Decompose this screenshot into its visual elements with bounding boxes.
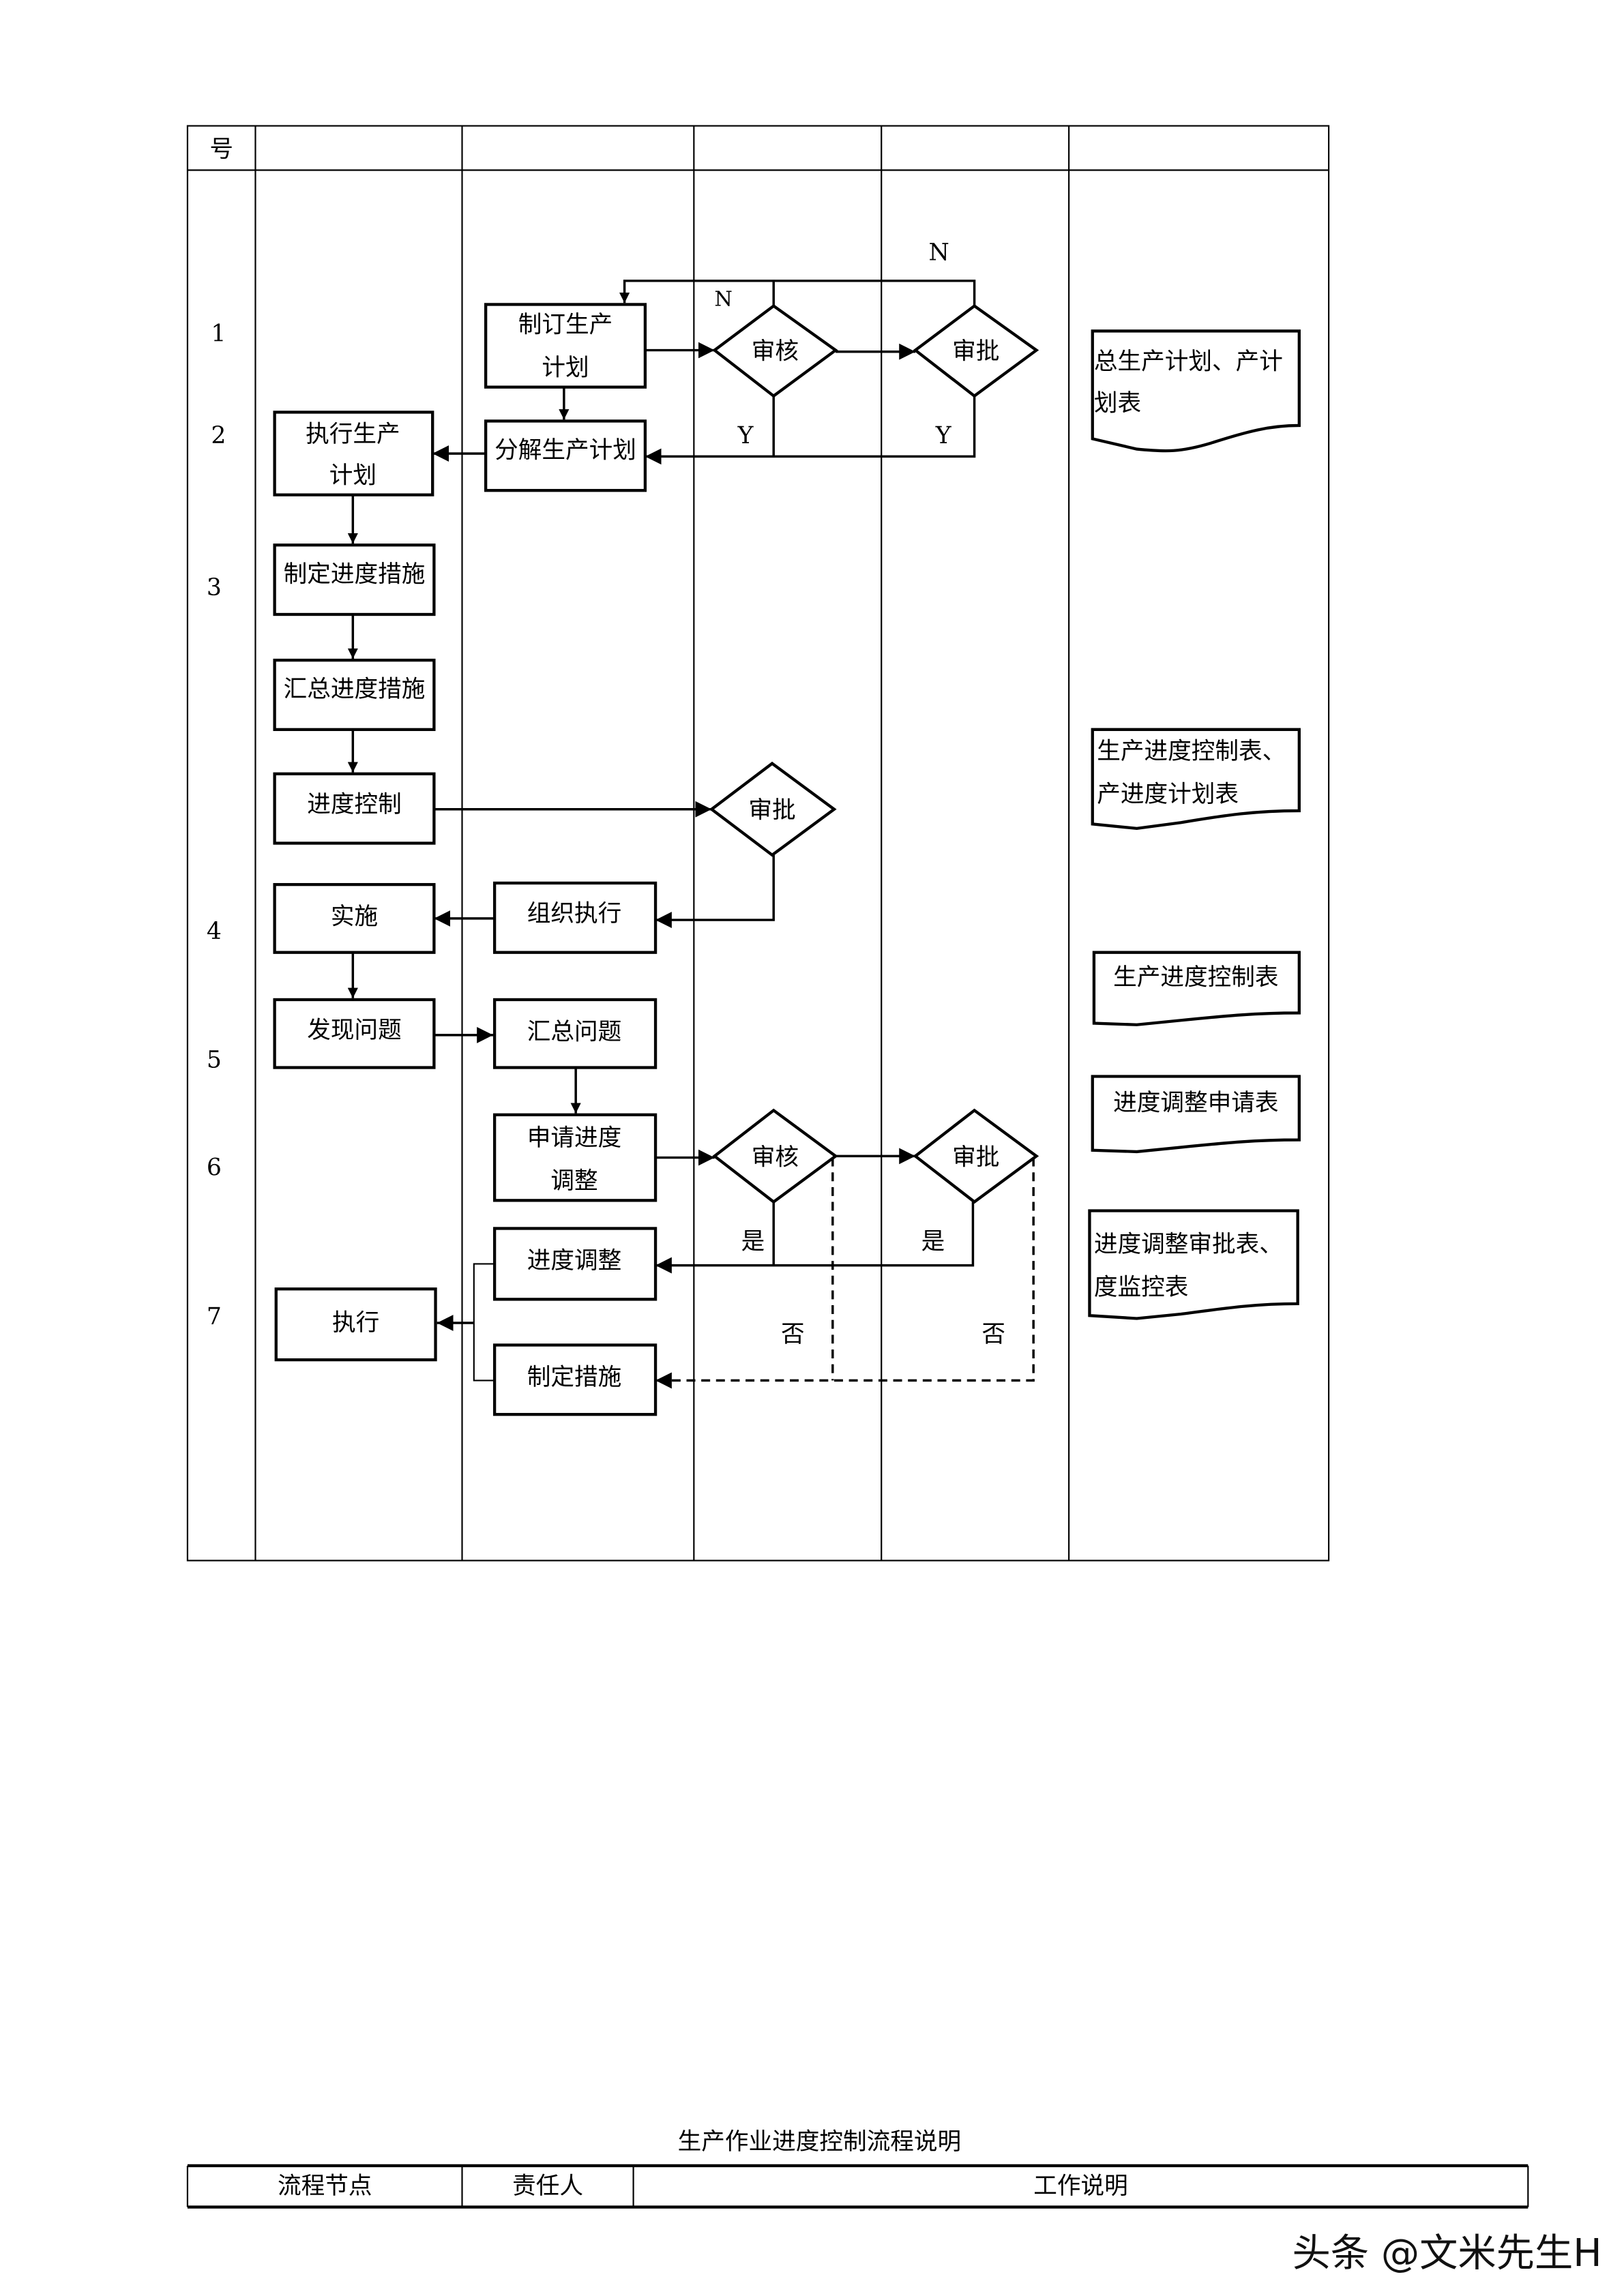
label-yes: 是	[921, 1228, 945, 1255]
process-adjust: 进度调整	[492, 1227, 658, 1301]
svg-text:实施: 实施	[331, 904, 378, 931]
watermark: 头条 @文米先生H	[1292, 2231, 1601, 2276]
document-1: 总生产计划、产计 划表	[1091, 329, 1301, 453]
process-organize: 组织执行	[492, 881, 658, 954]
svg-text:审批: 审批	[748, 797, 795, 824]
svg-text:划表: 划表	[1094, 389, 1141, 417]
row-number: 6	[207, 1154, 222, 1182]
svg-text:审批: 审批	[952, 338, 999, 366]
row-number: 5	[207, 1047, 222, 1074]
svg-text:进度调整申请表: 进度调整申请表	[1113, 1089, 1278, 1116]
svg-text:申请进度: 申请进度	[527, 1124, 622, 1152]
process-execute: 执行	[274, 1287, 437, 1362]
label-yes: Y	[737, 422, 754, 449]
svg-text:汇总进度措施: 汇总进度措施	[284, 676, 426, 703]
svg-text:制定进度措施: 制定进度措施	[284, 561, 426, 588]
column-header-owner: 责任人	[512, 2173, 583, 2200]
label-no: N	[714, 288, 733, 312]
connector-no-measures	[655, 1157, 1035, 1389]
row-numbers: 1 2 3 4 5 6 7	[207, 320, 226, 1331]
column-header-description: 工作说明	[1033, 2173, 1128, 2200]
column-header-node: 流程节点	[278, 2173, 372, 2200]
label-yes: 是	[741, 1228, 765, 1255]
process-apply-adjust: 申请进度 调整	[492, 1113, 658, 1202]
description-title: 生产作业进度控制流程说明	[678, 2128, 962, 2156]
number-column-header: 号	[209, 136, 233, 163]
svg-text:计划: 计划	[329, 462, 377, 489]
document-2: 生产进度控制表、 产进度计划表	[1091, 728, 1301, 831]
svg-text:总生产计划、产计: 总生产计划、产计	[1094, 348, 1283, 376]
decision-approve-3: 审批	[913, 1108, 1039, 1204]
document-3: 生产进度控制表	[1092, 951, 1301, 1026]
svg-text:审核: 审核	[752, 1144, 799, 1171]
connector-approve-yes	[645, 396, 976, 465]
svg-text:进度控制: 进度控制	[307, 791, 402, 818]
svg-text:制订生产: 制订生产	[518, 312, 613, 339]
description-table-header: 流程节点 责任人 工作说明	[186, 2164, 1529, 2209]
decision-review-1: 审核	[712, 303, 838, 398]
svg-text:分解生产计划: 分解生产计划	[494, 437, 636, 464]
row-number: 7	[207, 1303, 222, 1330]
branch-labels: N N Y Y 是 是 否 否	[714, 239, 1005, 1349]
svg-text:进度调整: 进度调整	[527, 1247, 622, 1274]
document-4: 进度调整申请表	[1091, 1075, 1301, 1154]
process-set-measures: 制定进度措施	[273, 543, 436, 616]
decision-review-2: 审核	[712, 1108, 838, 1204]
row-number: 4	[207, 918, 222, 945]
svg-text:执行生产: 执行生产	[306, 421, 400, 448]
process-sum-measures: 汇总进度措施	[273, 658, 436, 732]
svg-text:计划: 计划	[542, 354, 589, 381]
svg-text:审核: 审核	[752, 338, 799, 366]
label-no: N	[929, 239, 949, 267]
svg-text:执行: 执行	[332, 1309, 379, 1337]
svg-text:产进度计划表: 产进度计划表	[1097, 781, 1239, 808]
swimlane-grid: 号	[186, 125, 1330, 1562]
decision-approve-2: 审批	[709, 761, 837, 857]
svg-text:度监控表: 度监控表	[1094, 1274, 1189, 1301]
connector-bracket	[473, 1263, 495, 1382]
process-sum-issue: 汇总问题	[492, 998, 658, 1069]
process-find-issue: 发现问题	[273, 998, 436, 1069]
decision-approve-1: 审批	[913, 303, 1039, 398]
svg-text:生产进度控制表: 生产进度控制表	[1113, 964, 1278, 991]
svg-text:汇总问题: 汇总问题	[527, 1018, 622, 1045]
row-number: 3	[207, 574, 222, 601]
svg-text:组织执行: 组织执行	[527, 900, 622, 927]
label-no: 否	[981, 1321, 1005, 1348]
connector-approve-organize	[655, 854, 775, 928]
process-execute-plan: 执行生产 计划	[273, 411, 434, 496]
row-number: 1	[211, 320, 226, 348]
svg-text:审批: 审批	[952, 1144, 999, 1171]
process-make-measures: 制定措施	[492, 1343, 658, 1416]
connector-approve-no-loop	[619, 280, 976, 306]
connectors	[347, 280, 1035, 1389]
process-make-plan: 制订生产 计划	[484, 303, 647, 389]
label-yes: Y	[935, 422, 952, 449]
svg-text:制定措施: 制定措施	[527, 1364, 622, 1391]
table-border	[186, 125, 1330, 1562]
svg-text:调整: 调整	[550, 1167, 597, 1195]
process-progress-control: 进度控制	[273, 772, 436, 845]
svg-text:进度调整审批表、: 进度调整审批表、	[1094, 1231, 1283, 1258]
row-number: 2	[211, 422, 226, 449]
process-implement: 实施	[273, 882, 436, 954]
connector-yes-adjust	[655, 1202, 975, 1274]
process-split-plan: 分解生产计划	[484, 419, 647, 492]
document-5: 进度调整审批表、 度监控表	[1088, 1209, 1299, 1320]
label-no: 否	[781, 1321, 805, 1348]
svg-text:生产进度控制表、: 生产进度控制表、	[1097, 738, 1286, 765]
svg-text:发现问题: 发现问题	[307, 1017, 402, 1044]
